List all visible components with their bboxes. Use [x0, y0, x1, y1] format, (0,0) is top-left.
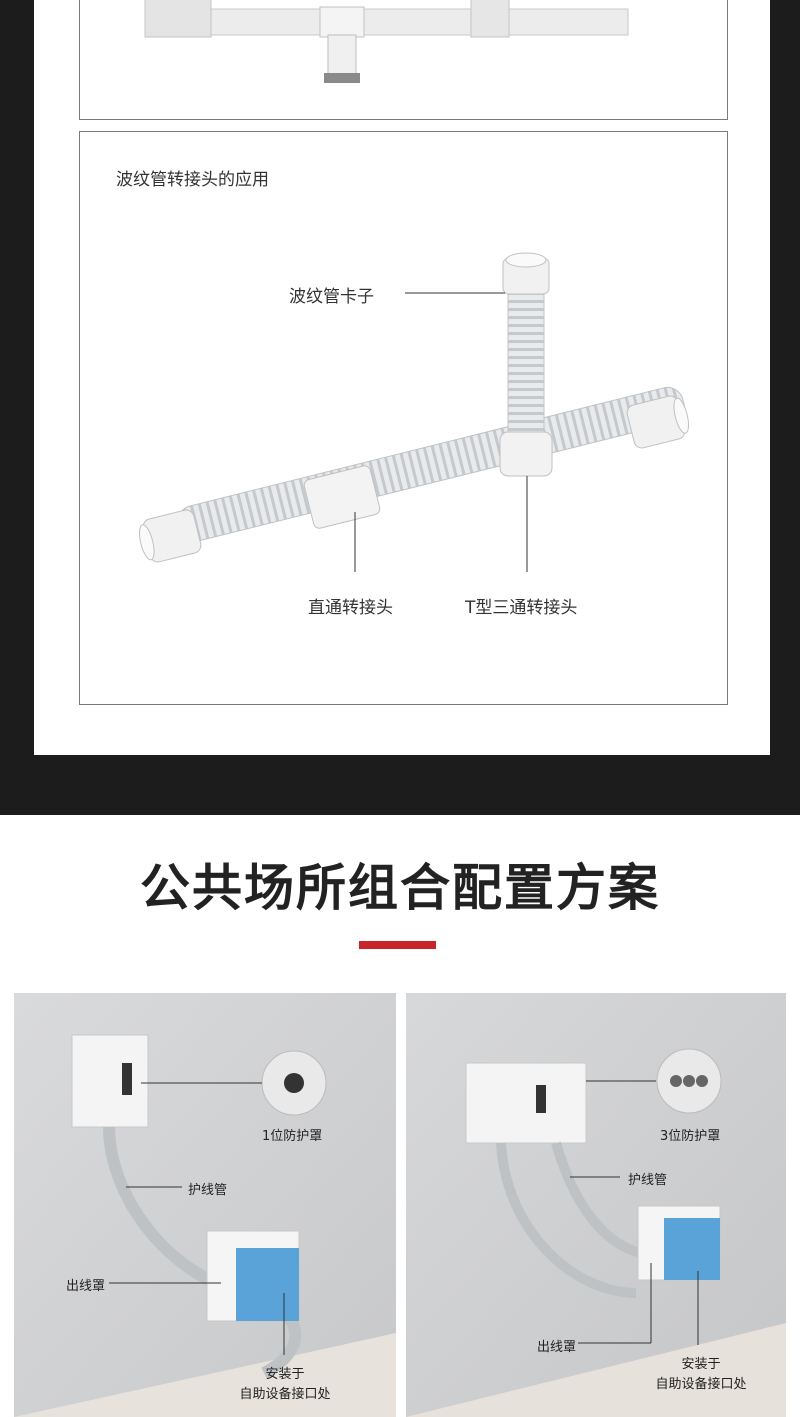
left-conduit-label: 护线管 — [188, 1183, 228, 1198]
application-frame: 波纹管转接头的应用 — [79, 131, 728, 705]
corrugated-conduit-illustration — [139, 252, 689, 572]
left-install-note-line2: 自助设备接口处 — [239, 1387, 331, 1402]
section-title: 公共场所组合配置方案 — [140, 859, 660, 917]
right-install-note-line2: 自助设备接口处 — [655, 1377, 747, 1392]
right-conduit-label: 护线管 — [628, 1173, 668, 1188]
right-outlet-label: 出线罩 — [537, 1340, 577, 1355]
right-install-note-line1: 安装于 — [681, 1357, 721, 1372]
callout-straight-joint: 直通转接头 — [308, 598, 393, 618]
t-bracket-illustration — [144, 0, 629, 83]
callout-clip: 波纹管卡子 — [289, 287, 374, 307]
left-outlet-label: 出线罩 — [66, 1279, 106, 1294]
right-wall-scene — [406, 993, 786, 1417]
left-config-photo: 1位防护罩 护线管 出线罩 安装于 自助设备接口处 — [14, 993, 396, 1417]
right-shield-label: 3位防护罩 — [660, 1129, 721, 1144]
left-wall-scene — [14, 993, 396, 1417]
application-caption: 波纹管转接头的应用 — [116, 170, 269, 190]
right-config-photo: 3位防护罩 护线管 出线罩 安装于 自助设备接口处 — [406, 993, 786, 1417]
left-shield-label: 1位防护罩 — [262, 1129, 323, 1144]
left-install-note-line1: 安装于 — [265, 1367, 305, 1382]
title-accent-bar — [359, 941, 436, 949]
callout-tee-joint: T型三通转接头 — [465, 598, 578, 618]
top-product-frame — [79, 0, 728, 120]
